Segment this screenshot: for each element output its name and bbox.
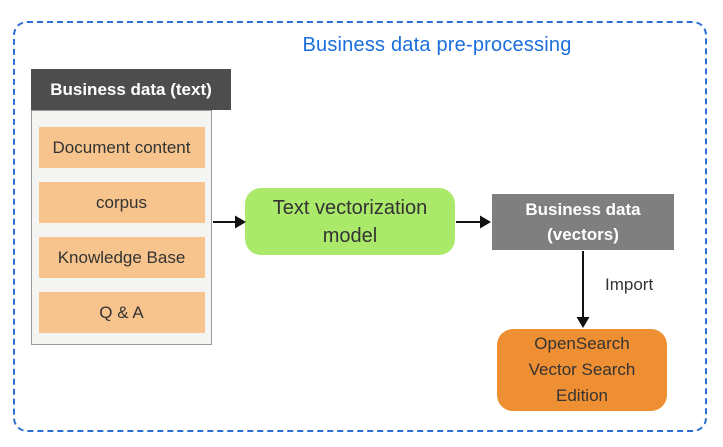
list-item-qa: Q & A [38,292,205,333]
diagram-title: Business data pre-processing [302,34,572,56]
pre-processing-frame [13,21,707,432]
business-data-text-list: Document content corpus Knowledge Base Q… [31,110,212,345]
business-data-vectors-node: Business data (vectors) [492,194,674,250]
opensearch-vector-search-node: OpenSearch Vector Search Edition [497,329,667,411]
list-item-document-content: Document content [38,127,205,168]
business-data-text-header: Business data (text) [31,69,231,110]
list-item-knowledge-base: Knowledge Base [38,237,205,278]
text-vectorization-model-node: Text vectorization model [245,188,455,255]
list-item-corpus: corpus [38,182,205,223]
import-arrow-label: Import [605,275,654,294]
